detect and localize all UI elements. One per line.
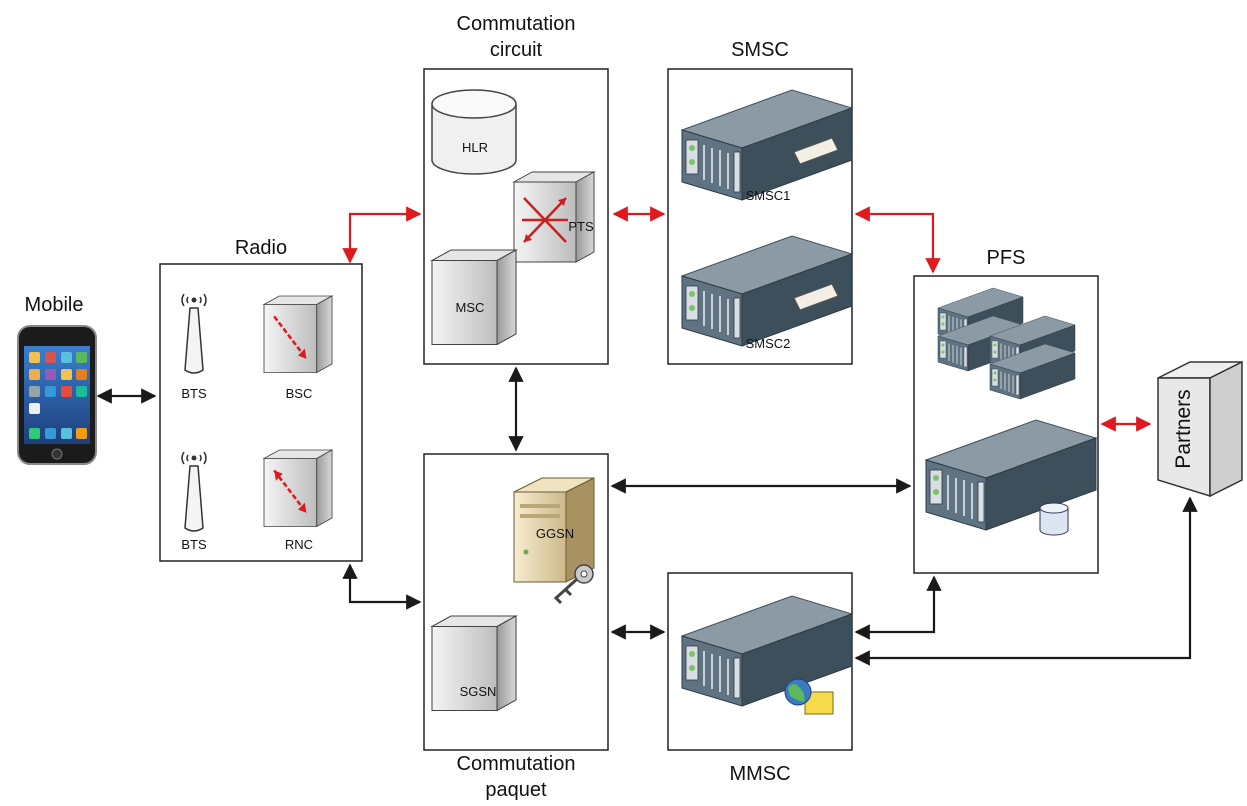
- radio-box: [159, 263, 363, 562]
- server-rack-icon: [681, 595, 853, 707]
- server-rack-icon: [681, 89, 853, 201]
- packet-title-line2: paquet: [485, 779, 547, 801]
- globe-icon: [784, 678, 834, 715]
- smsc-title: SMSC: [731, 39, 789, 61]
- node-pts: PTS: [568, 219, 594, 234]
- link-mmsc-partners: [854, 496, 1198, 666]
- link-mmsc-pfs: [854, 575, 942, 640]
- node-bts-2: BTS: [181, 537, 207, 552]
- mobile-title: Mobile: [24, 294, 84, 316]
- node-hlr: HLR: [461, 140, 488, 155]
- node-smsc2: SMSC2: [745, 336, 791, 351]
- link-smsc-pfs: [854, 206, 941, 274]
- radio-title: Radio: [234, 237, 288, 259]
- server-rack-icon: [937, 287, 1076, 400]
- database-cylinder-icon: [431, 89, 517, 175]
- node-msc: MSC: [455, 300, 485, 315]
- switch-cube-icon: [263, 449, 333, 527]
- node-sgsn: SGSN: [459, 684, 497, 699]
- link-radio-packet: [342, 563, 422, 610]
- antenna-icon: [181, 293, 207, 374]
- antenna-icon: [181, 451, 207, 532]
- server-rack-icon: [681, 235, 853, 347]
- node-bts-1: BTS: [181, 386, 207, 401]
- tower-server-icon: [513, 477, 595, 583]
- node-rnc: RNC: [284, 537, 314, 552]
- key-icon: [553, 564, 594, 605]
- connections: [96, 206, 1198, 666]
- switch-cube-icon: [263, 295, 333, 373]
- switch-cube-icon: [431, 249, 517, 346]
- storage-cylinder-icon: [1039, 502, 1069, 536]
- mmsc-title: MMSC: [729, 763, 791, 785]
- circuit-box: [423, 68, 609, 365]
- node-bsc: BSC: [285, 386, 313, 401]
- packet-title-line1: Commutation: [456, 753, 576, 775]
- partners-block: [1157, 360, 1243, 498]
- partners-label: Partners: [1172, 389, 1195, 469]
- circuit-title-line2: circuit: [489, 39, 543, 61]
- server-rack-icon: [925, 419, 1097, 531]
- link-radio-circuit: [342, 206, 422, 264]
- smsc-box: [667, 68, 853, 365]
- pfs-title: PFS: [986, 247, 1026, 269]
- router-cube-icon: [513, 171, 595, 263]
- node-smsc1: SMSC1: [745, 188, 791, 203]
- phone-icon: [17, 325, 97, 465]
- packet-box: [423, 453, 609, 751]
- circuit-title-line1: Commutation: [456, 13, 576, 35]
- node-ggsn: GGSN: [535, 526, 575, 541]
